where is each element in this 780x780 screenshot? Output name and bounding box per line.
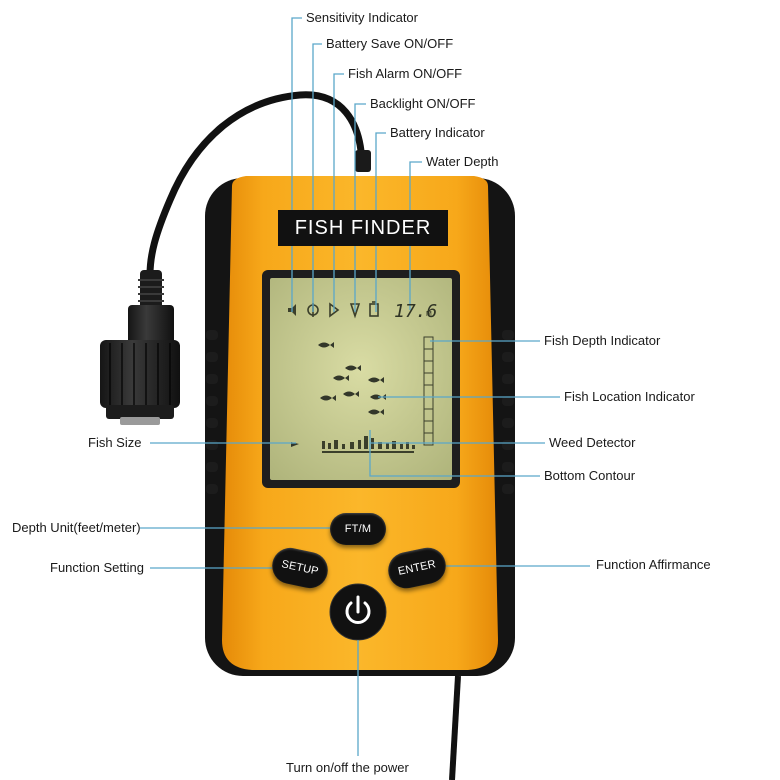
- power-button-shape: [329, 583, 387, 641]
- label-weed-detector: Weed Detector: [549, 435, 636, 450]
- fish-icon: [333, 375, 349, 381]
- setup-button-label: SETUP: [280, 558, 320, 578]
- fish-icon: [320, 395, 336, 401]
- enter-button-label: ENTER: [397, 558, 437, 578]
- label-backlight: Backlight ON/OFF: [370, 96, 476, 111]
- water-depth-readout: 17.6: [394, 301, 438, 322]
- water-depth-unit: M: [426, 311, 432, 318]
- label-function-affirmance: Function Affirmance: [596, 557, 711, 572]
- power-button[interactable]: [330, 584, 386, 640]
- label-bottom-contour: Bottom Contour: [544, 468, 636, 483]
- battery-icon: [369, 301, 379, 317]
- fish-icons: [318, 342, 386, 415]
- label-battery-indicator: Battery Indicator: [390, 125, 485, 140]
- cable-strain-relief: [355, 150, 371, 172]
- fish-depth-scale: [423, 336, 434, 446]
- rear-cable: [449, 675, 461, 780]
- fish-icon: [343, 391, 359, 397]
- ft-m-button-label: FT/M: [344, 523, 372, 535]
- fish-icon: [368, 377, 384, 383]
- fish-icon: [318, 342, 334, 348]
- fish-icon: [368, 409, 384, 415]
- label-fish-location-indicator: Fish Location Indicator: [564, 389, 695, 404]
- device-title: FISH FINDER: [278, 210, 448, 246]
- fish-icon: [345, 365, 361, 371]
- label-sensitivity-indicator: Sensitivity Indicator: [306, 10, 418, 25]
- label-fish-size: Fish Size: [88, 435, 142, 450]
- power-icon: [345, 601, 371, 624]
- label-power: Turn on/off the power: [286, 760, 409, 775]
- transducer-connector: [100, 270, 180, 425]
- ft-m-button[interactable]: FT/M: [330, 513, 386, 545]
- lcd-screen: [262, 270, 460, 488]
- label-battery-save: Battery Save ON/OFF: [326, 36, 454, 51]
- label-depth-unit: Depth Unit(feet/meter): [12, 520, 141, 535]
- label-fish-depth-indicator: Fish Depth Indicator: [544, 333, 661, 348]
- label-function-setting: Function Setting: [50, 560, 144, 575]
- label-water-depth: Water Depth: [426, 154, 499, 169]
- transducer-cable: [146, 91, 366, 279]
- label-fish-alarm: Fish Alarm ON/OFF: [348, 66, 463, 81]
